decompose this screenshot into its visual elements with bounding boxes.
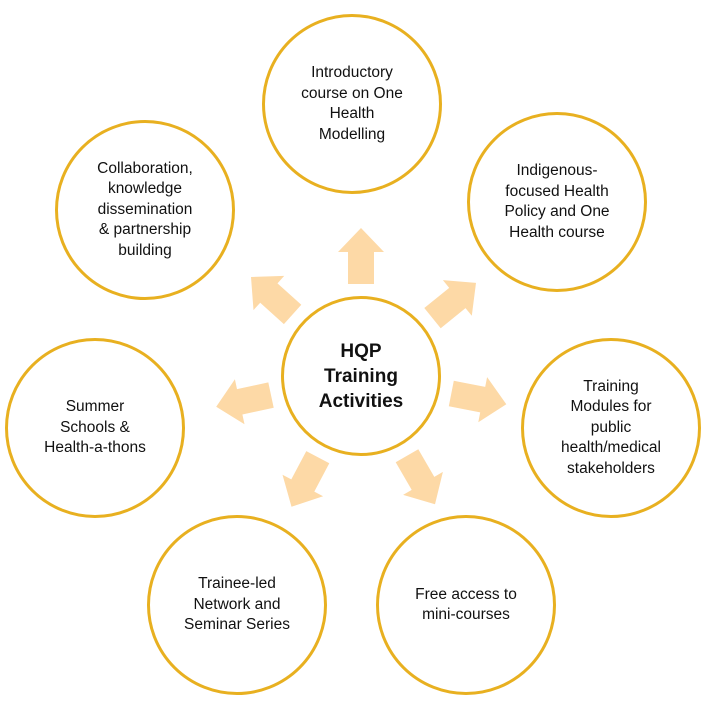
- arrow-lower-left: [282, 451, 330, 507]
- activity-node-summer-schools: Summer Schools & Health-a-thons: [5, 338, 185, 518]
- activity-label: Introductory course on One Health Modell…: [301, 64, 403, 143]
- activity-node-collaboration: Collaboration, knowledge dissemination &…: [55, 120, 235, 300]
- center-label: HQP Training Activities: [318, 340, 404, 412]
- activity-label: Training Modules for public health/medic…: [561, 377, 661, 477]
- activity-label: Indigenous- focused Health Policy and On…: [504, 162, 610, 241]
- activity-node-training-modules: Training Modules for public health/medic…: [521, 338, 701, 518]
- arrow-lower-right: [395, 449, 443, 505]
- activity-label: Free access to mini-courses: [415, 585, 517, 624]
- arrow-right: [448, 377, 507, 423]
- activity-label: Collaboration, knowledge dissemination &…: [97, 159, 193, 259]
- activity-label: Summer Schools & Health-a-thons: [44, 398, 146, 457]
- arrow-upper-left: [251, 275, 302, 325]
- arrow-up: [338, 228, 384, 284]
- arrow-upper-right: [424, 280, 476, 329]
- arrow-left: [216, 379, 274, 425]
- center-node: HQP Training Activities: [281, 296, 441, 456]
- activity-node-indigenous-policy: Indigenous- focused Health Policy and On…: [467, 112, 647, 292]
- activity-node-trainee-network: Trainee-led Network and Seminar Series: [147, 515, 327, 695]
- activity-node-mini-courses: Free access to mini-courses: [376, 515, 556, 695]
- activity-label: Trainee-led Network and Seminar Series: [184, 575, 290, 634]
- activity-node-intro-course: Introductory course on One Health Modell…: [262, 14, 442, 194]
